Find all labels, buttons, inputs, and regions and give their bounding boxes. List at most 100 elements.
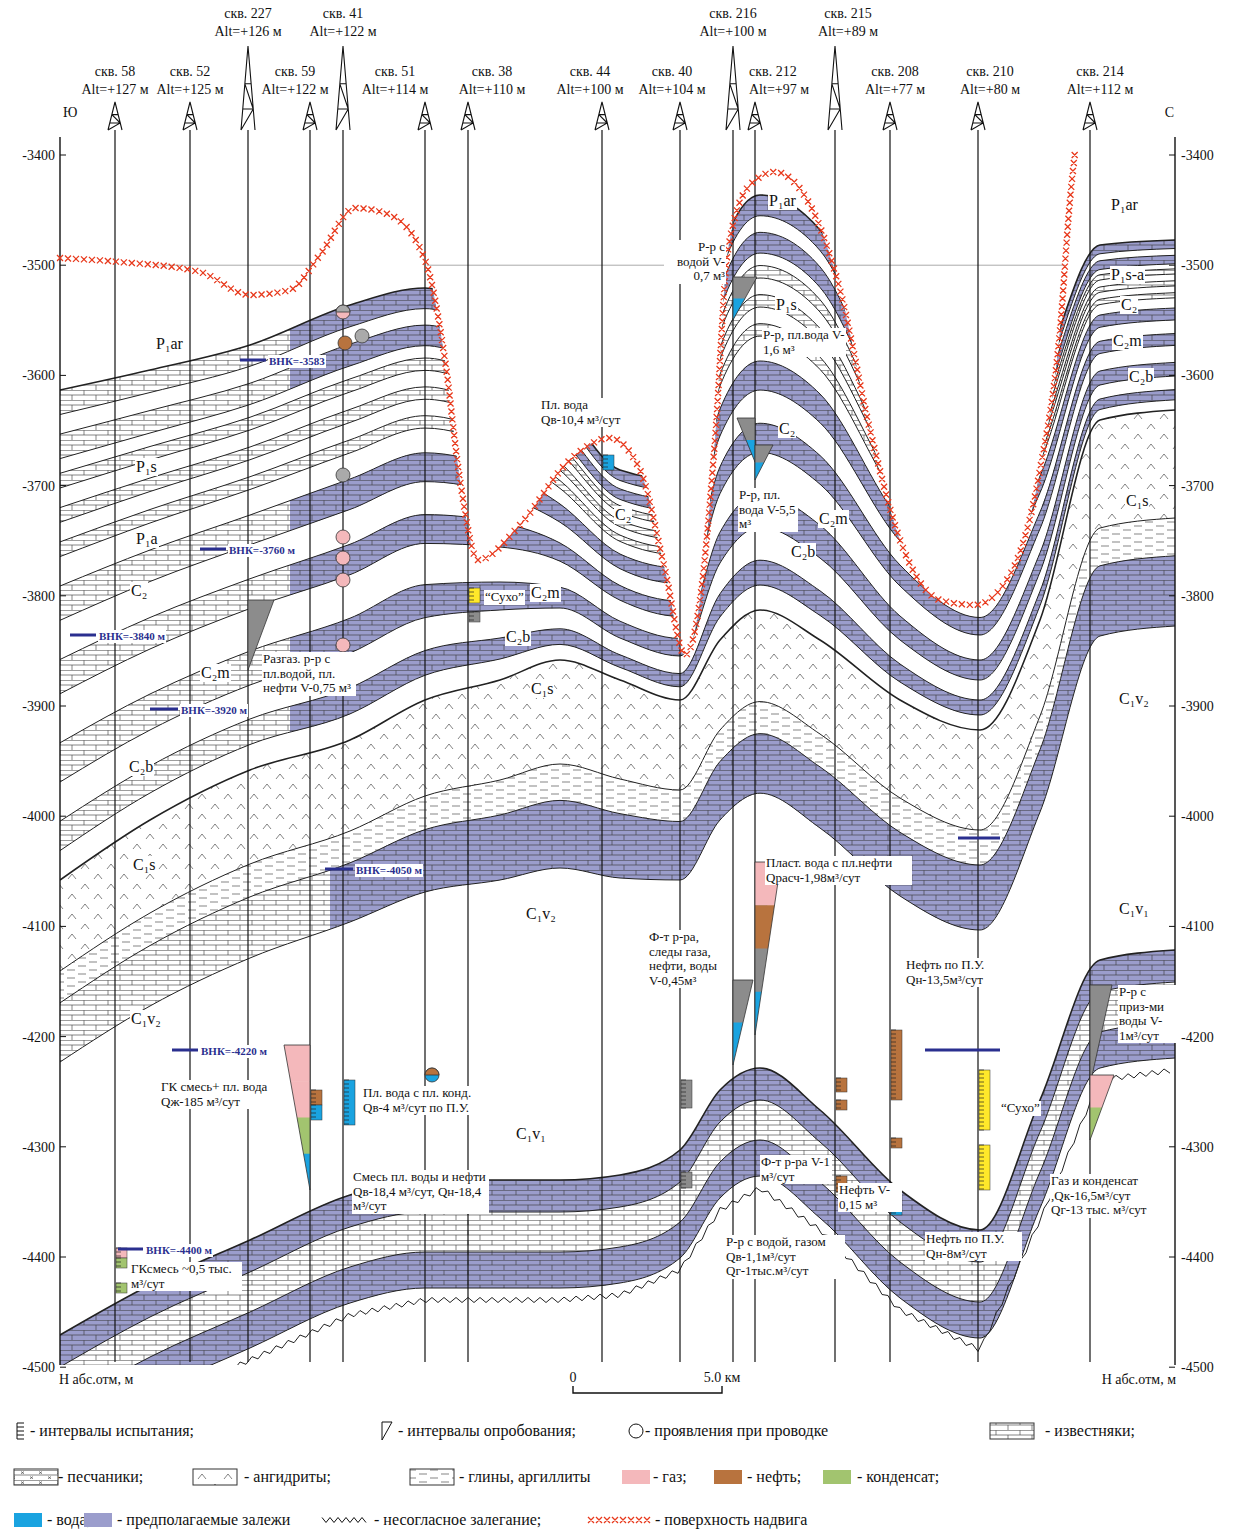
formation-label: C₂m [1112,332,1143,350]
test-callout: Р-р, пл. вода V-5,5 м³ [738,488,798,532]
label-text: скв. 208 [870,64,920,80]
label-text: скв. 44 [569,64,612,80]
formation-label: C₂b [505,628,531,646]
axis-label: -4000 [1180,807,1215,825]
label-text: ВНК=-4050 м [355,864,423,877]
axis-line [1174,137,1175,1365]
horizon-line [60,286,1175,548]
well-label: Alt=+125 м [155,80,224,98]
test-ticks [979,1145,984,1189]
label-text: ВНК=-4220 м [200,1045,268,1058]
label-text: -4000 [21,809,56,825]
derrick-symbol [726,46,740,130]
horizon-line [60,253,1175,515]
label-text: -3700 [1180,479,1215,495]
test-callout: Р-р с водой, газом Qв-1,1м³/сут Qг-1тыс.… [725,1235,845,1279]
label-text: Смесь пл. воды и нефти Qв-18,4 м³/сут, Q… [352,1170,489,1214]
axis-tick [60,816,66,817]
wedge-fill [755,445,773,463]
horizon-line [60,232,1175,502]
sampling-wedge [284,1045,310,1191]
label-text: Ф-т р-ра V-1 м³/сут [760,1155,832,1184]
label-text: C₂b [790,543,816,561]
label-text: Ф-т р-ра, следы газа, нефти, воды V-0,45… [648,930,730,988]
test-interval [891,1030,902,1100]
label-text: C₂ [778,420,796,438]
test-interval [603,455,614,470]
formation-label: C₂b [128,758,154,776]
test-interval [681,1080,692,1108]
label-text: ВНК=-3920 м [180,704,248,717]
wedge-fill [733,980,753,1023]
limestone-bed [60,1022,1175,1443]
axis-label: -3600 [21,366,56,384]
sampling-wedge [1090,1075,1114,1141]
wedge-fill [755,463,773,481]
test-callout: ГКсмесь ~0,5 тыс. м³/сут [130,1262,242,1292]
test-callout: Нефть по П.У. Qн-8м³/сут [925,1232,1022,1262]
legend-text: - ангидриты; [244,1468,331,1485]
owc-label: ВНК=-3583 [268,351,326,369]
well-label: Alt=+112 м [1066,80,1135,98]
test-ticks [681,1080,686,1108]
formation-label: P₁ar [768,192,797,210]
limestone-bed [60,281,1175,548]
limestone-bed [330,556,1175,1062]
legend-text: - предполагаемые залежи [117,1511,290,1528]
legend-entry: - конденсат; [857,1467,939,1487]
derrick-symbol [303,102,317,130]
label-text: Alt=+104 м [637,82,706,98]
label-text: Газ и конденсат ,Qк-16,5м³/сут Qг-13 тыс… [1050,1174,1164,1218]
legend-text: - нефть; [747,1468,801,1485]
label-text: скв. 52 [169,64,212,80]
wedge-fill [284,1045,310,1082]
derrick-symbol [828,46,842,130]
label-text: скв. 214 [1075,64,1125,80]
label-text: Alt=+100 м [698,24,767,40]
label-text: Alt=+80 м [959,82,1021,98]
label-text: Н абс.отм, м [1101,1372,1177,1388]
wedge-fill [284,1154,310,1191]
label-text: Разгаз. р-р с пл.водой, пл. нефти V-0,75… [262,652,356,696]
derrick-symbol [336,46,350,130]
label-text: -3900 [1180,699,1215,715]
show-circle [336,305,350,319]
limestone-bed [60,195,1175,493]
label-text: Пл. вода с пл. конд. Qв-4 м³/сут по П.У. [362,1086,486,1115]
label-text: C₁s [530,680,554,698]
axis-tick [60,155,66,156]
label-text: скв. 227 [223,6,273,22]
formation-label: C₁s [1125,492,1149,510]
show-circle [336,573,350,587]
horizon-line [60,216,1175,493]
well-label: скв. 51 [374,62,417,80]
test-interval [116,1283,127,1293]
label-text: Alt=+114 м [361,82,430,98]
label-text: Alt=+112 м [1066,82,1135,98]
horizon-line [60,400,1175,851]
horizon-line [60,410,1175,880]
test-interval [681,1172,692,1188]
axis-label: -3500 [1180,256,1215,274]
test-callout: Ф-т р-ра, следы газа, нефти, воды V-0,45… [648,930,730,989]
legend-text: - несогласное залегание; [374,1511,541,1528]
formation-label: C₂b [790,543,816,561]
axis-tick [1169,265,1175,266]
legend-entry: - известняки; [1045,1421,1135,1441]
test-ticks [603,455,608,467]
label-text: скв. 58 [94,64,137,80]
wedge-fill [284,1118,310,1155]
derrick-symbol [673,102,687,130]
test-interval [116,1258,127,1268]
thrust-surface [57,152,1078,657]
test-callout: Пласт. вода с пл.нефти Qрасч-1,98м³/сут [765,856,912,886]
axis-tick [60,485,66,486]
well-label: Alt=+126 м [213,22,282,40]
horizon-line [60,308,1175,586]
legend-text: - конденсат; [857,1468,939,1485]
label-text: ГК смесь+ пл. вода Qж-185 м³/сут [160,1080,280,1109]
limestone-bed [60,1022,1175,1443]
derrick-symbol [1083,102,1097,130]
well-label: Alt=+127 м [80,80,149,98]
